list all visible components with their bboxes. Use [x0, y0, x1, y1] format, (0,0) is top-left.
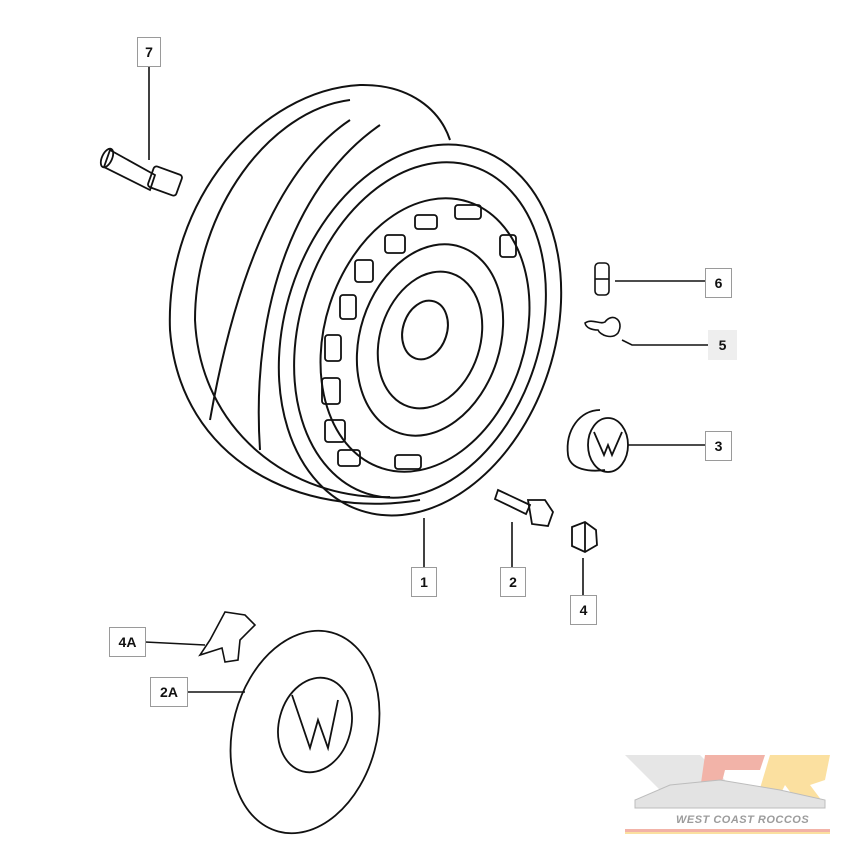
wheel-bolt-part-2: [493, 488, 554, 527]
callout-1[interactable]: 1: [411, 567, 437, 597]
west-coast-roccos-logo: [625, 755, 830, 834]
wheel-vent-slots: [321, 204, 517, 470]
retaining-clip-part-4a: [198, 611, 257, 663]
leader-lines: [144, 65, 708, 693]
callout-7[interactable]: 7: [137, 37, 161, 67]
callout-5[interactable]: 5: [708, 330, 737, 360]
callout-6[interactable]: 6: [705, 268, 732, 298]
callout-4[interactable]: 4: [570, 595, 597, 625]
callout-4a[interactable]: 4A: [109, 627, 146, 657]
callout-3[interactable]: 3: [705, 431, 732, 461]
wheel-rim: [168, 83, 563, 517]
clip-part-6: [594, 262, 610, 296]
valve-stem-part: [99, 147, 183, 197]
hubcap-part-2a: [229, 629, 381, 835]
spring-clip-part-5: [584, 316, 621, 338]
callout-2[interactable]: 2: [500, 567, 526, 597]
callout-2a[interactable]: 2A: [150, 677, 188, 707]
center-cap-part-3: [566, 409, 629, 473]
wheel-nut-part-4: [571, 520, 598, 554]
logo-text: WEST COAST ROCCOS: [676, 814, 810, 826]
